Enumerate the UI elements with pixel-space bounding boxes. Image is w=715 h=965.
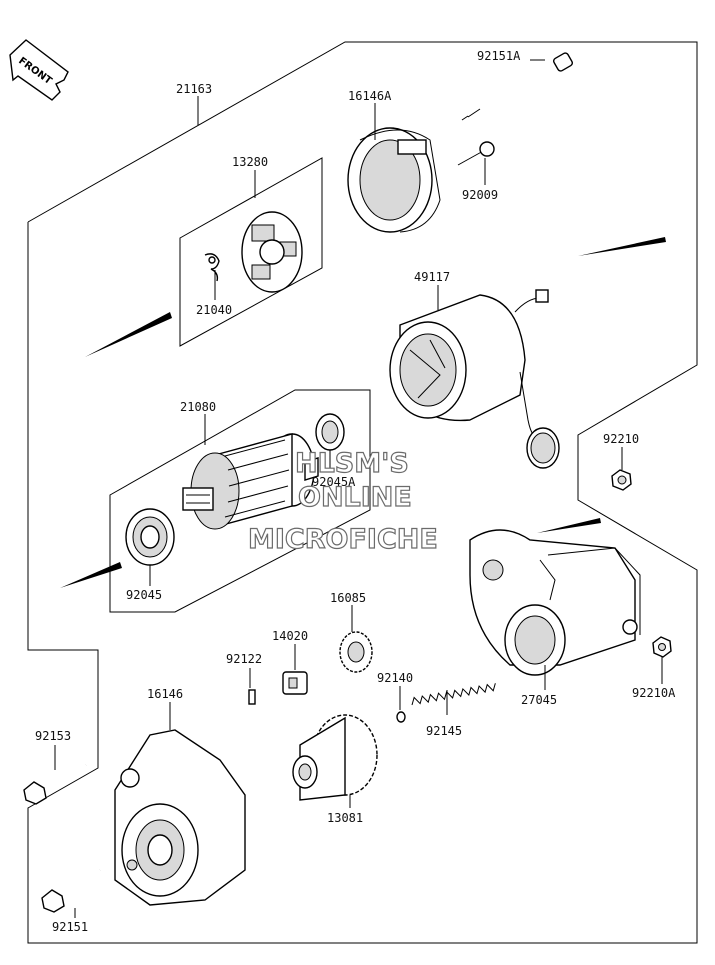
leader-wedge-3: [60, 562, 122, 588]
label-21163: 21163: [176, 82, 212, 96]
label-92122: 92122: [226, 652, 262, 666]
label-92210: 92210: [603, 432, 639, 446]
screw-92009: [457, 141, 495, 166]
gear-16085: [339, 631, 373, 673]
front-arrow-icon: FRONT: [9, 39, 69, 101]
label-92140: 92140: [377, 671, 413, 685]
brush-holder-13280: [241, 211, 303, 293]
retainer-14020: [282, 671, 308, 695]
watermark-line3: MICROFICHE: [248, 524, 438, 555]
assembly-outline: [27, 41, 698, 944]
label-21080: 21080: [180, 400, 216, 414]
label-16085: 16085: [330, 591, 366, 605]
label-92151: 92151: [52, 920, 88, 934]
ball-92140: [396, 711, 406, 723]
leader-wedge-4: [537, 518, 601, 533]
bolt-92153: [23, 763, 87, 805]
leader-wedge-2: [578, 237, 666, 256]
label-16146A: 16146A: [348, 89, 392, 103]
watermark: HLSM'S ONLINE MICROFICHE: [247, 447, 438, 555]
label-92153: 92153: [35, 729, 71, 743]
brush-holder-frame: [179, 157, 323, 347]
label-21040: 21040: [196, 303, 232, 317]
leader-lines: [54, 59, 663, 918]
yoke-49117: [389, 289, 560, 469]
armature-21080: [182, 433, 319, 530]
watermark-line2: ONLINE: [298, 482, 412, 513]
pin-92122: [248, 689, 256, 705]
label-16146: 16146: [147, 687, 183, 701]
bearing-92045A: [315, 413, 345, 451]
spring-92145: [411, 683, 496, 706]
nut-92210: [611, 469, 632, 491]
label-92045A: 92045A: [312, 475, 356, 489]
label-92210A: 92210A: [632, 686, 676, 700]
nut-92210A: [652, 636, 672, 658]
bearing-92045: [125, 508, 175, 566]
solenoid-27045: [469, 529, 641, 676]
armature-frame: [109, 389, 371, 613]
bolt-92151: [41, 868, 102, 913]
rear-cover-16146A: [347, 127, 441, 233]
part-labels: 21163 16146A 92151A 92009 13280 21040 49…: [35, 49, 676, 934]
label-14020: 14020: [272, 629, 308, 643]
label-92045: 92045: [126, 588, 162, 602]
label-92145: 92145: [426, 724, 462, 738]
label-92151A: 92151A: [477, 49, 521, 63]
leader-wedge-1: [85, 312, 172, 357]
clutch-13081: [292, 714, 378, 801]
watermark-line1: HLSM'S: [295, 448, 409, 479]
label-49117: 49117: [414, 270, 450, 284]
clip-21040: [204, 253, 220, 282]
bolt-92151A: [461, 52, 574, 122]
label-27045: 27045: [521, 693, 557, 707]
label-92009: 92009: [462, 188, 498, 202]
label-13280: 13280: [232, 155, 268, 169]
label-13081: 13081: [327, 811, 363, 825]
front-housing-16146: [114, 729, 246, 906]
